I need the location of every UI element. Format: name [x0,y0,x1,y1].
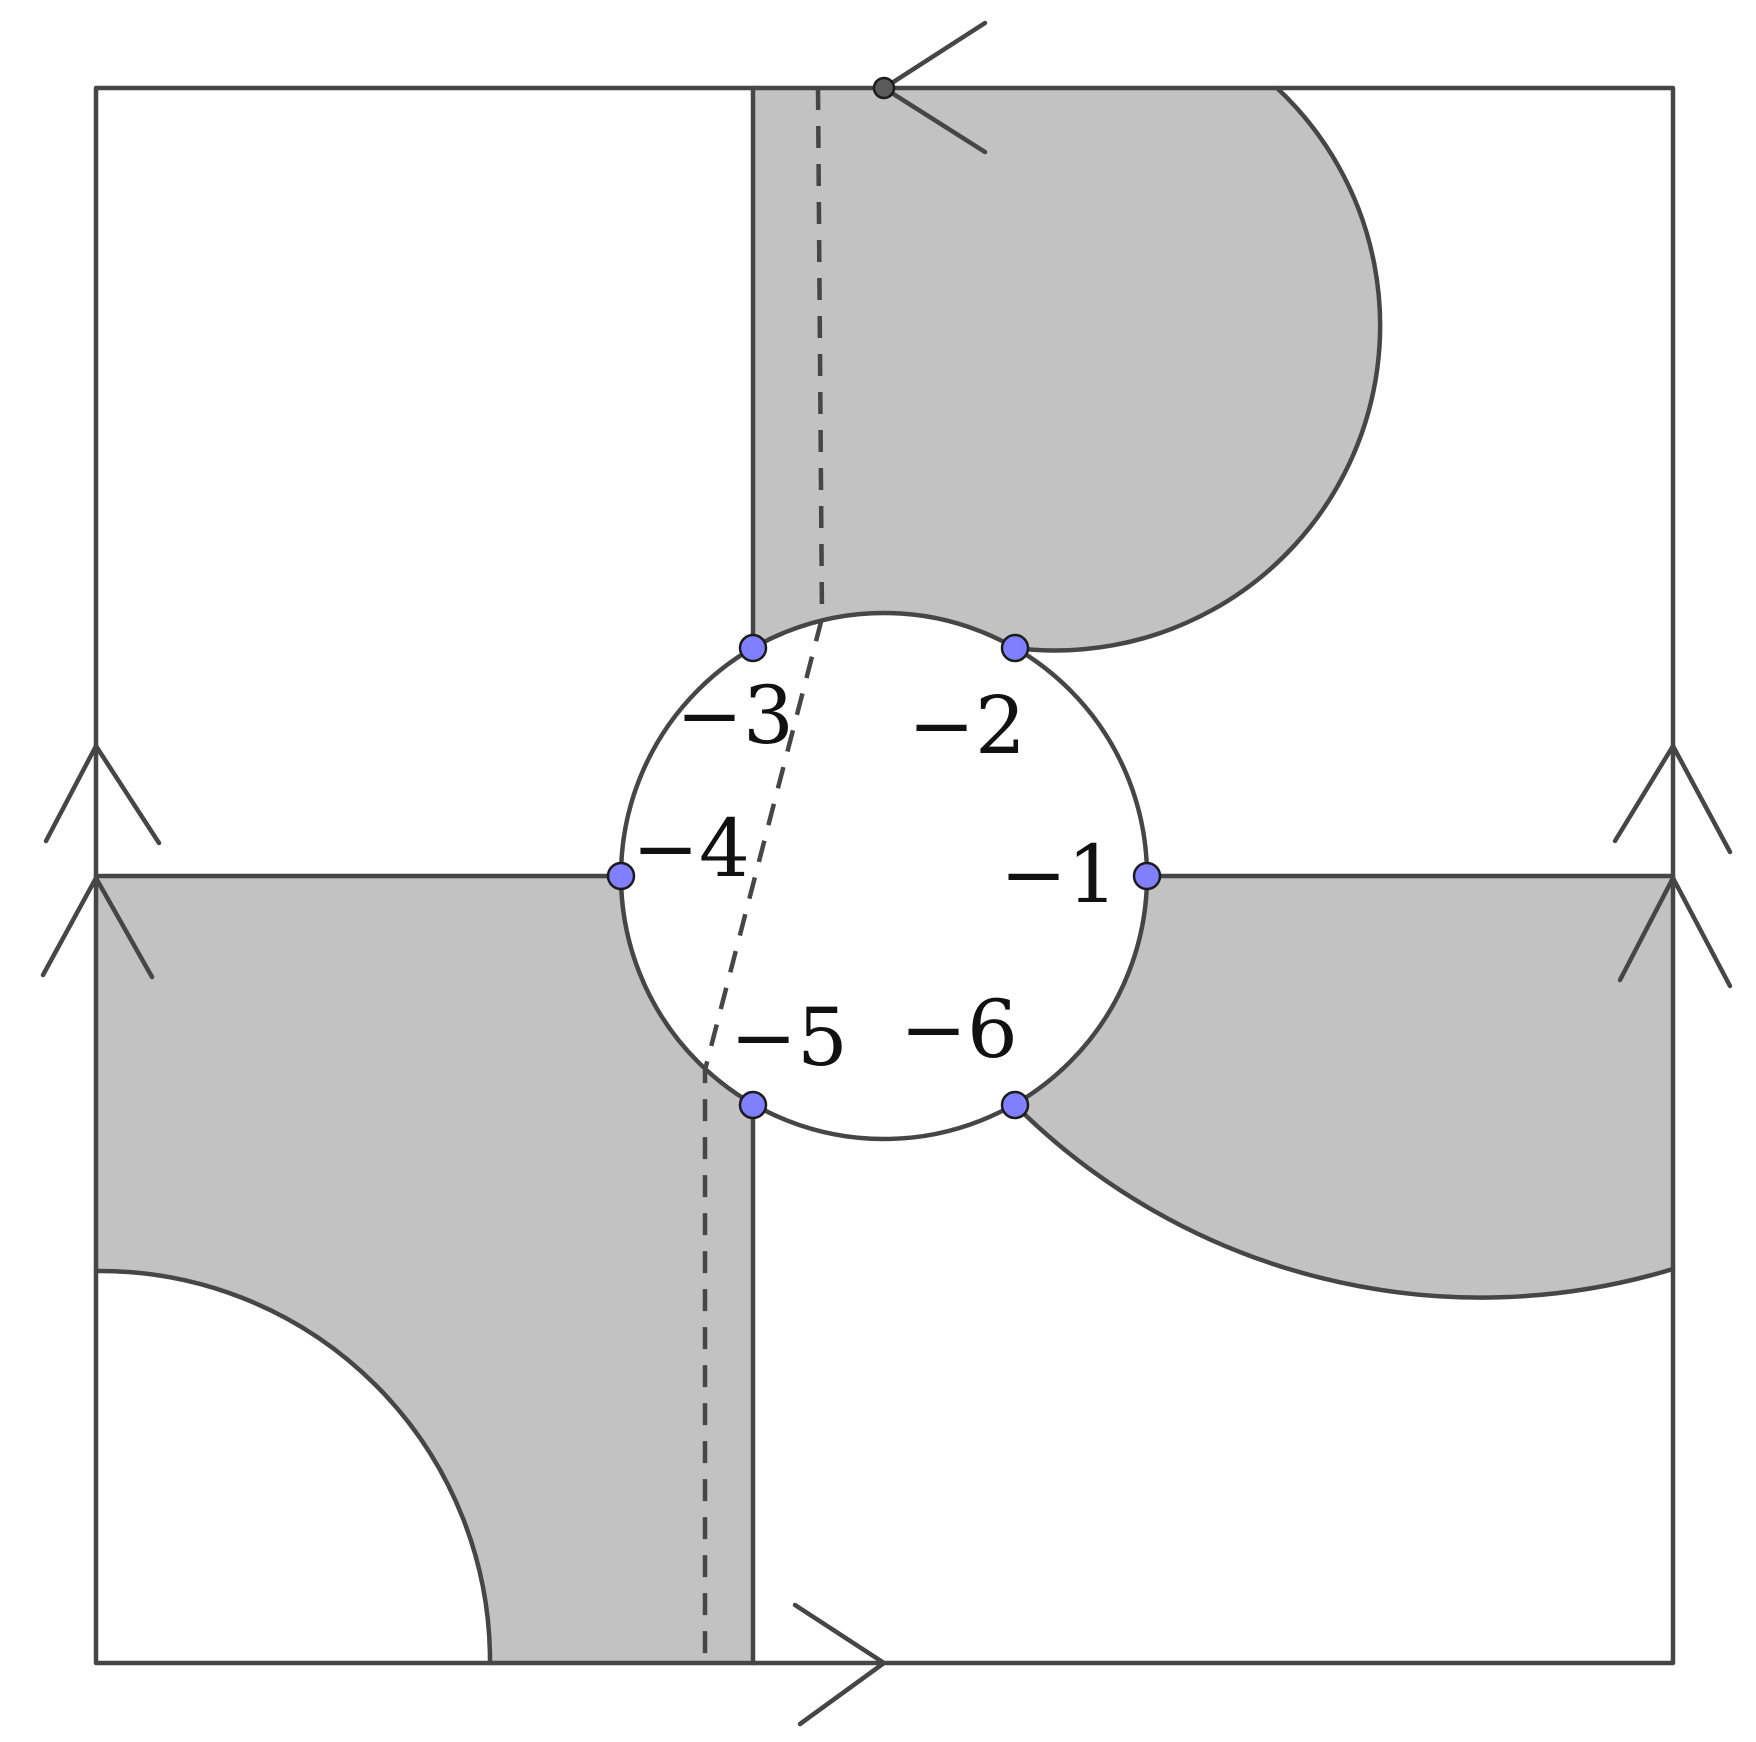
shaded-region-left-bottom [96,876,753,1663]
arc-bottom-left [93,1268,493,1666]
vertex-bottom-left [738,1090,768,1120]
shaded-region-top [753,88,1381,651]
dashed-path [702,87,825,1663]
vertex-bottom-right [1000,1090,1030,1120]
arc-top-right [1012,85,1383,653]
label-minus-6: −6 [900,983,1018,1076]
vertex-right [1132,861,1162,891]
shaded-region-right [1015,876,1673,1298]
corner-vertex [872,76,896,100]
label-minus-4: −4 [632,802,750,895]
label-minus-1: −1 [1000,828,1118,921]
left-edge-upper-arrow [43,743,162,846]
right-edge-lower-arrow [1617,875,1733,989]
vertex-top-right [1000,633,1030,663]
bottom-edge-arrow [792,1602,887,1727]
vertex-left [606,861,636,891]
right-edge-upper-arrow [1612,743,1733,855]
arc-bottom-right [1012,1102,1676,1300]
vertex-top-left [738,633,768,663]
label-minus-5: −5 [730,991,848,1084]
label-minus-3: −3 [676,669,794,762]
label-minus-2: −2 [908,679,1026,772]
left-edge-lower-arrow [40,875,155,980]
